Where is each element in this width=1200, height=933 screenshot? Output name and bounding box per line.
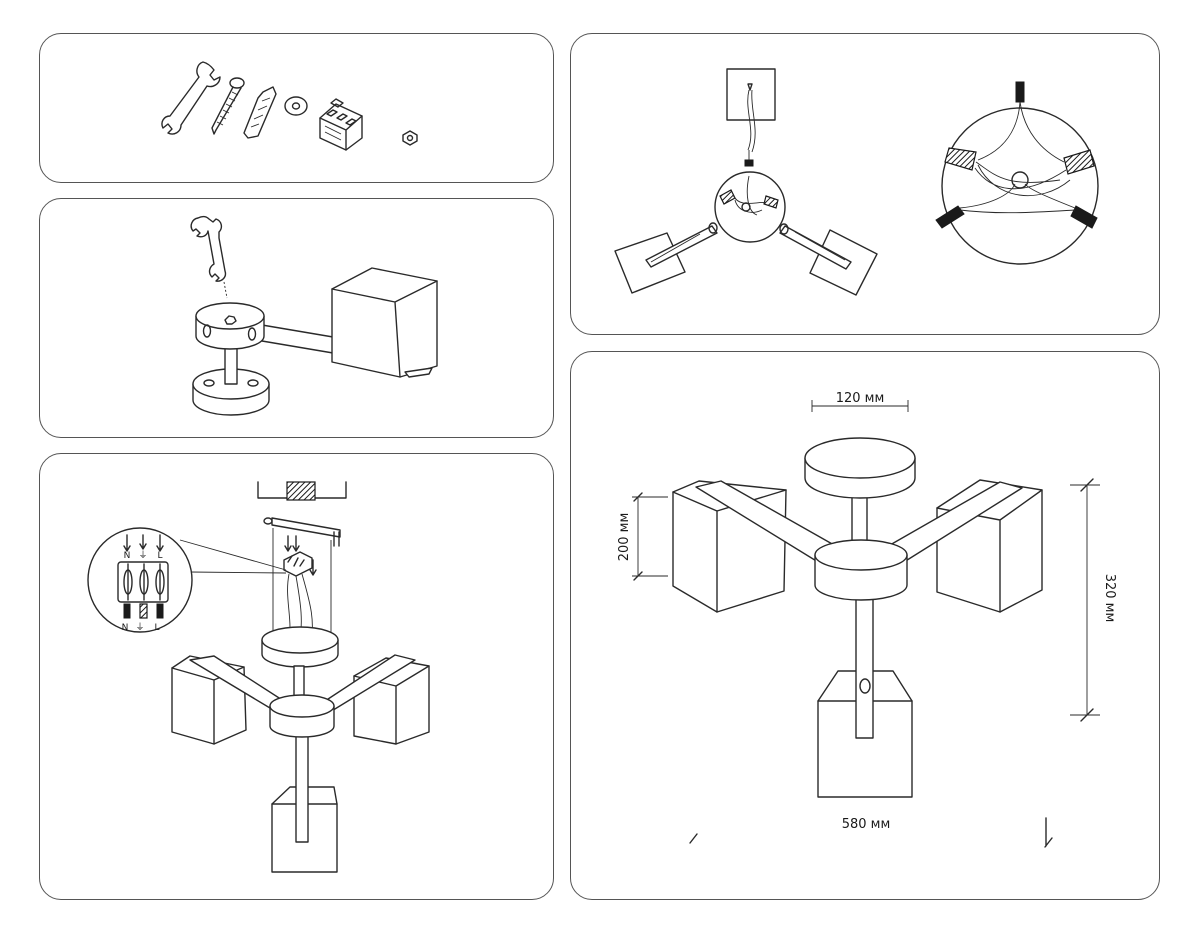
wrench-icon-mounting — [190, 215, 228, 299]
terminal-label-top-l: L — [157, 551, 162, 561]
routing-hub-diagram — [614, 68, 878, 296]
panel-parts — [39, 33, 554, 183]
mounting-bar-wiring — [263, 517, 341, 547]
wrench-icon — [161, 61, 221, 135]
terminal-arrows — [284, 535, 317, 576]
terminal-label-bottom-n: N — [122, 623, 129, 633]
terminal-label-bottom-l: L — [154, 623, 159, 633]
panel-mounting — [39, 198, 554, 438]
dimension-width-top: 120 мм — [836, 391, 885, 406]
canopy-wiring — [261, 626, 339, 668]
nut-icon — [402, 130, 418, 146]
terminal-label-bottom-earth: ⏚ — [135, 622, 144, 633]
arm-bar — [261, 324, 334, 354]
chandelier-wiring — [171, 654, 430, 873]
ceiling-outline — [257, 481, 347, 501]
dimension-drawing — [672, 437, 1043, 798]
terminal-block-icon — [319, 98, 363, 151]
terminal-label-top-n: N — [124, 551, 131, 561]
screw-icon — [211, 77, 245, 135]
callout-lines — [179, 539, 287, 574]
washer-icon — [284, 96, 308, 116]
dimension-height-left: 200 мм — [617, 513, 632, 562]
hanging-lines — [272, 528, 332, 640]
terminal-label-top-earth: ⏚ — [138, 550, 147, 561]
terminal-detail-circle: N ⏚ L N ⏚ L — [87, 527, 193, 633]
central-hub — [195, 302, 265, 350]
dimension-height-right: 320 мм — [1102, 574, 1117, 623]
rod-wiring — [293, 665, 305, 697]
dimension-width-bottom: 580 мм — [842, 817, 891, 832]
routing-detail-circle — [935, 81, 1099, 265]
dimension-lines — [632, 400, 1100, 848]
lamp-shade — [331, 267, 438, 378]
terminal-block-wiring — [283, 551, 313, 577]
dowel-icon — [243, 86, 277, 139]
